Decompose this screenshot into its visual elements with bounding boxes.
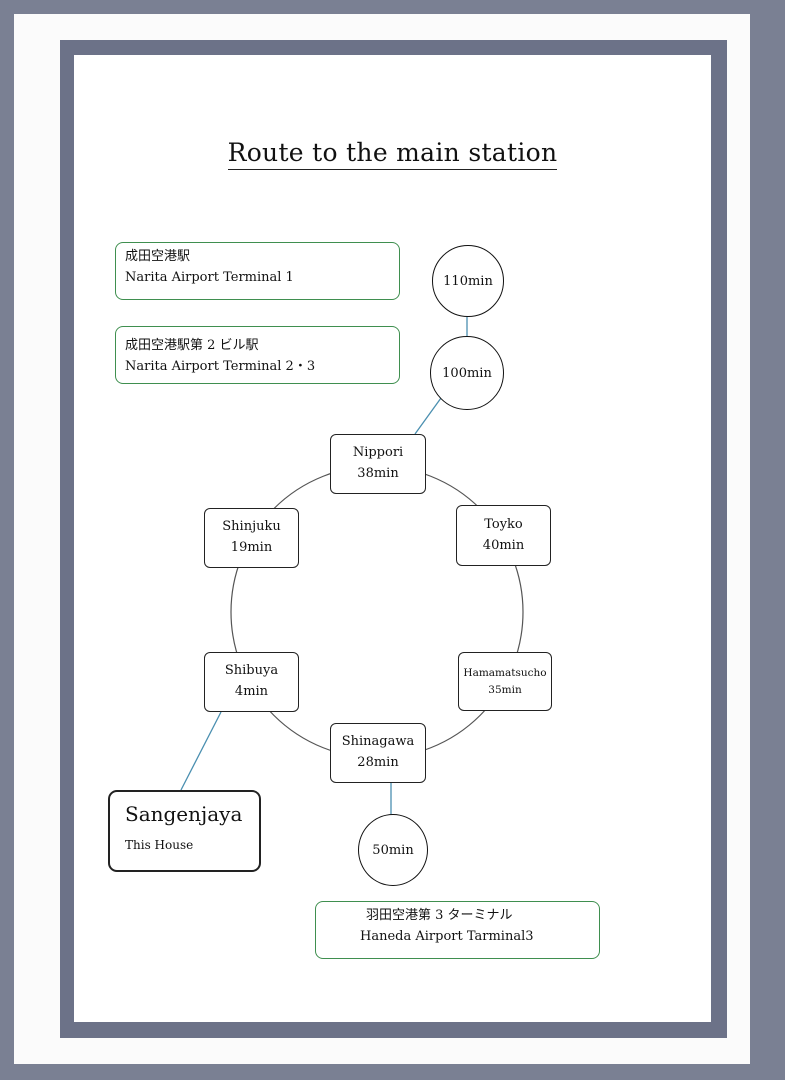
station-hamamatsucho-time: 35min — [488, 683, 522, 696]
station-shinagawa-name: Shinagawa — [341, 734, 415, 750]
station-shinagawa-time: 28min — [357, 755, 399, 770]
duration-narita-t23: 100min — [430, 336, 504, 410]
home-name: Sangenjaya — [125, 802, 243, 826]
page-title: Route to the main station — [0, 138, 785, 170]
station-hamamatsucho: Hamamatsucho 35min — [458, 652, 552, 711]
station-shinjuku-name: Shinjuku — [222, 519, 281, 535]
station-shinjuku: Shinjuku 19min — [204, 508, 299, 568]
connector-t23-nippori — [414, 397, 442, 435]
haneda-t3-jp: 羽田空港第 3 ターミナル — [366, 908, 513, 923]
station-shibuya-time: 4min — [234, 684, 269, 699]
narita-t1-jp: 成田空港駅 — [125, 249, 191, 264]
duration-narita-t1: 110min — [432, 245, 504, 317]
haneda-t3-box: 羽田空港第 3 ターミナル Haneda Airport Tarminal3 — [315, 901, 600, 959]
narita-t23-box: 成田空港駅第 2 ビル駅 Narita Airport Terminal 2・3 — [115, 326, 400, 384]
station-tokyo-name: Toyko — [484, 516, 523, 532]
station-nippori-time: 38min — [357, 466, 399, 481]
narita-t1-box: 成田空港駅 Narita Airport Terminal 1 — [115, 242, 400, 300]
narita-t1-en: Narita Airport Terminal 1 — [125, 269, 294, 285]
station-tokyo-time: 40min — [482, 537, 525, 553]
station-shinagawa: Shinagawa 28min — [330, 723, 426, 783]
connector-shibuya-home — [180, 711, 222, 791]
station-nippori-name: Nippori — [352, 445, 404, 461]
haneda-t3-en: Haneda Airport Tarminal3 — [360, 928, 534, 944]
station-shinjuku-time: 19min — [230, 540, 273, 555]
station-tokyo: Toyko 40min — [456, 505, 551, 566]
narita-t23-jp: 成田空港駅第 2 ビル駅 — [125, 338, 259, 353]
station-shibuya: Shibuya 4min — [204, 652, 299, 712]
station-shibuya-name: Shibuya — [224, 663, 279, 679]
duration-haneda-t3: 50min — [358, 814, 428, 886]
home-box: Sangenjaya This House — [108, 790, 261, 872]
station-hamamatsucho-name: Hamamatsucho — [463, 666, 547, 679]
station-nippori: Nippori 38min — [330, 434, 426, 494]
home-note: This House — [125, 838, 194, 852]
narita-t23-en: Narita Airport Terminal 2・3 — [125, 358, 316, 374]
